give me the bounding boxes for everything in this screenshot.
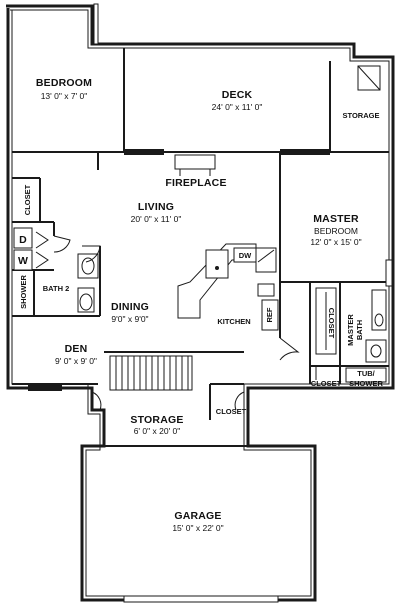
exterior-walls <box>6 4 395 602</box>
washer-label: W <box>18 255 28 267</box>
room-label-bedroom: BEDROOM <box>36 77 92 89</box>
doors <box>53 235 317 411</box>
room-dim-dining: 9'0" x 9'0" <box>111 314 148 324</box>
room-label-master-closet: CLOSET <box>327 308 336 339</box>
room-label-tub-2: SHOWER <box>349 379 383 388</box>
room-label-living: LIVING <box>138 201 174 213</box>
room-dim-master: 12' 0" x 15' 0" <box>310 237 361 247</box>
windows <box>28 3 393 603</box>
storage-fixture <box>357 65 381 91</box>
room-dim-den: 9' 0" x 9' 0" <box>55 356 97 366</box>
room-label-deck: DECK <box>222 89 253 101</box>
bath2-fixtures <box>77 253 99 313</box>
room-label-den: DEN <box>65 343 88 355</box>
room-label-closet-left: CLOSET <box>23 184 32 215</box>
room-label-master-bath-1: MASTER <box>346 314 355 346</box>
laundry-units <box>13 227 49 271</box>
fireplace-hearth <box>174 154 216 176</box>
dryer-label: D <box>19 234 27 246</box>
master-fixtures <box>315 287 387 383</box>
room-label-dining: DINING <box>111 301 149 313</box>
room-label-storage-mid: STORAGE <box>130 414 183 426</box>
room-dim-bedroom: 13' 0" x 7' 0" <box>41 91 88 101</box>
room-label-closet-mid: CLOSET <box>311 379 342 388</box>
room-dim-storage-mid: 6' 0" x 20' 0" <box>134 426 181 436</box>
room-label-kitchen: KITCHEN <box>217 317 250 326</box>
room-label-storage-top: STORAGE <box>343 111 380 120</box>
room-label-master-1: MASTER <box>313 213 359 225</box>
room-label-master-2: BEDROOM <box>314 226 358 236</box>
room-label-fireplace: FIREPLACE <box>165 177 226 189</box>
room-label-garage: GARAGE <box>174 510 221 522</box>
room-dim-deck: 24' 0" x 11' 0" <box>212 102 263 112</box>
dishwasher-label: DW <box>239 251 252 260</box>
stairs <box>109 355 193 391</box>
room-label-tub-1: TUB/ <box>357 369 375 378</box>
refrigerator-label: REF <box>265 307 274 322</box>
kitchen-counter <box>177 243 279 331</box>
room-dim-living: 20' 0" x 11' 0" <box>131 214 182 224</box>
room-label-closet-small: CLOSET <box>216 407 247 416</box>
room-label-shower: SHOWER <box>19 275 28 309</box>
room-label-bath2: BATH 2 <box>43 284 70 293</box>
room-label-master-bath-2: BATH <box>355 320 364 340</box>
room-dim-garage: 15' 0" x 22' 0" <box>172 523 223 533</box>
